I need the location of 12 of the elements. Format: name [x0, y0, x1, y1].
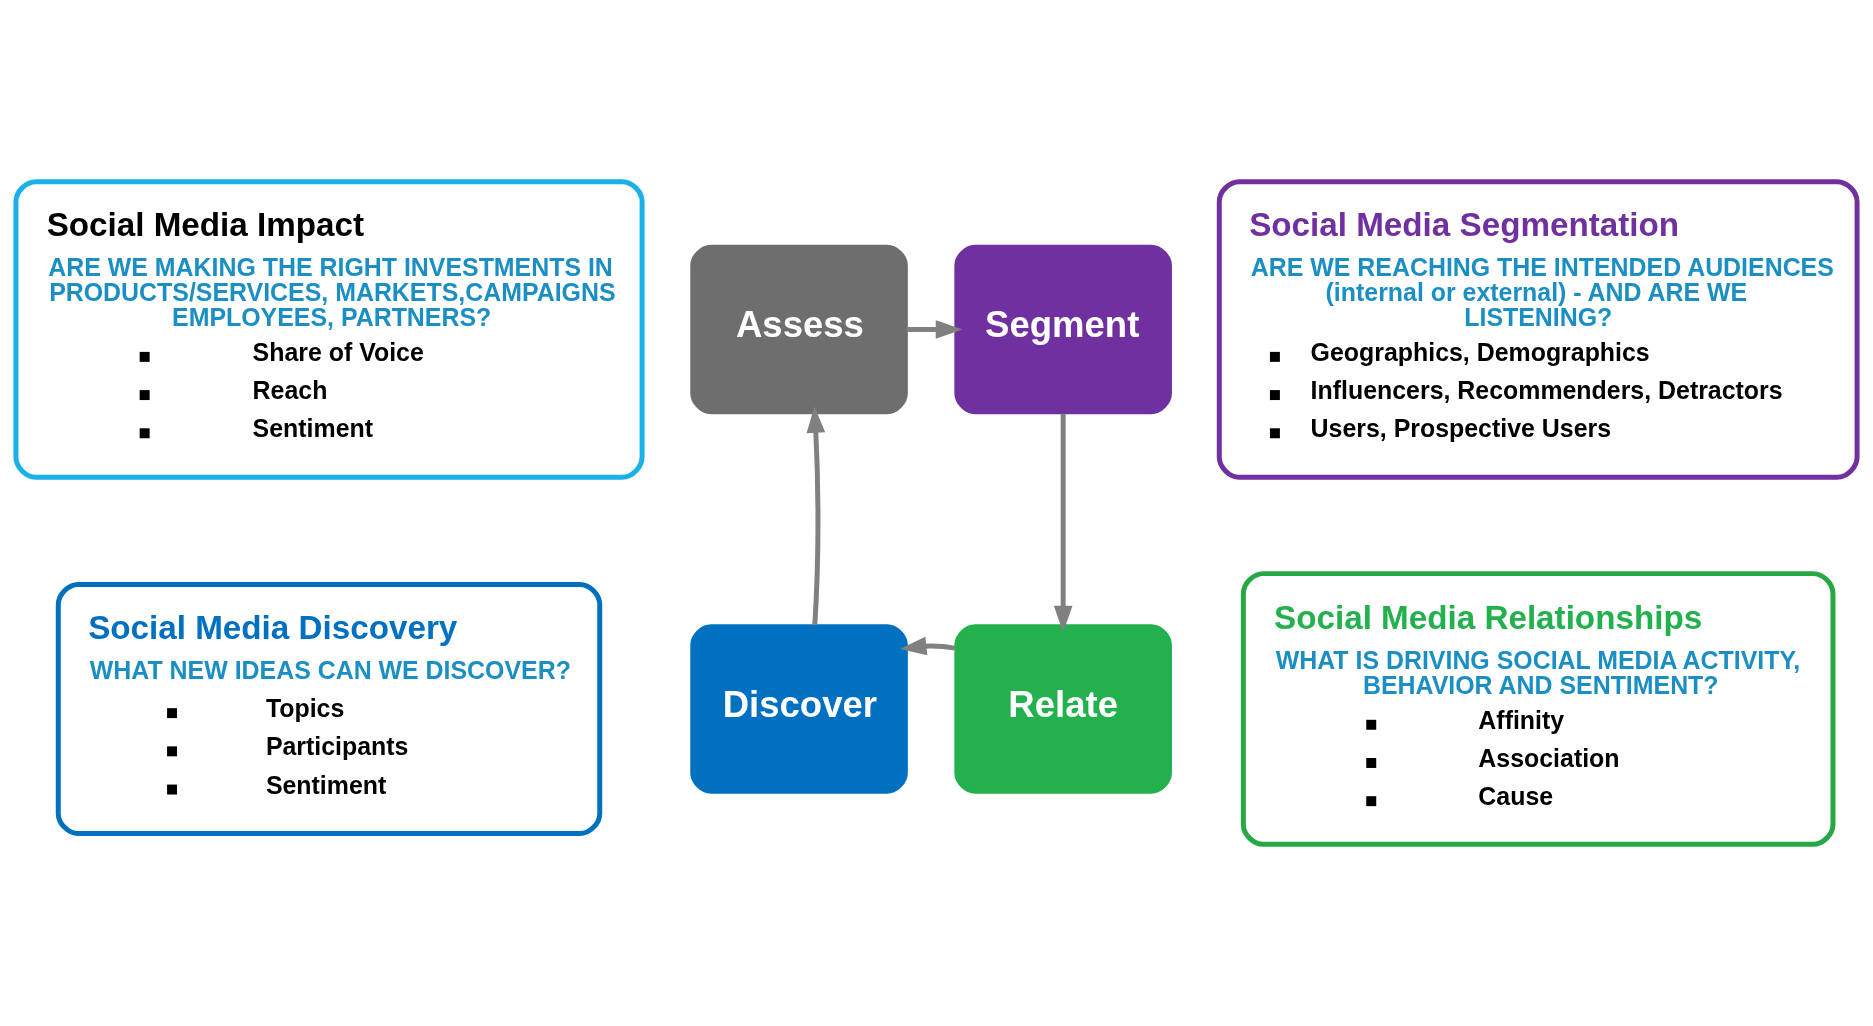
node-box: Discover — [690, 624, 908, 794]
arrow — [907, 320, 963, 339]
node-box: Social Media Segmentation ARE WE REACHING THE INTENDED AUDIENCES (internal or external) - AND ARE WE LISTENING? Geographics, Demographics Influencers, Recommenders, Detractors Users, Prospective Users — [1216, 179, 1860, 480]
node-box: Segment — [954, 244, 1172, 415]
node-box: Relate — [954, 624, 1172, 794]
arrow — [806, 406, 826, 626]
node-box: Assess — [690, 244, 908, 415]
node-box: Social Media Impact ARE WE MAKING THE RIGHT INVESTMENTS IN PRODUCTS/SERVICES, MARKETS,CAMPAIGNS EMPLOYEES, PARTNERS? Share of Voice Reach Sentiment — [13, 179, 645, 480]
node-box: Social Media Relationships WHAT IS DRIVING SOCIAL MEDIA ACTIVITY, BEHAVIOR AND SENTIMENT? Affinity Association Cause — [1240, 571, 1836, 847]
arrow — [1053, 413, 1073, 633]
arrow — [899, 636, 956, 656]
node-box: Social Media Discovery WHAT NEW IDEAS CAN WE DISCOVER? Topics Participants Sentiment — [55, 581, 603, 837]
